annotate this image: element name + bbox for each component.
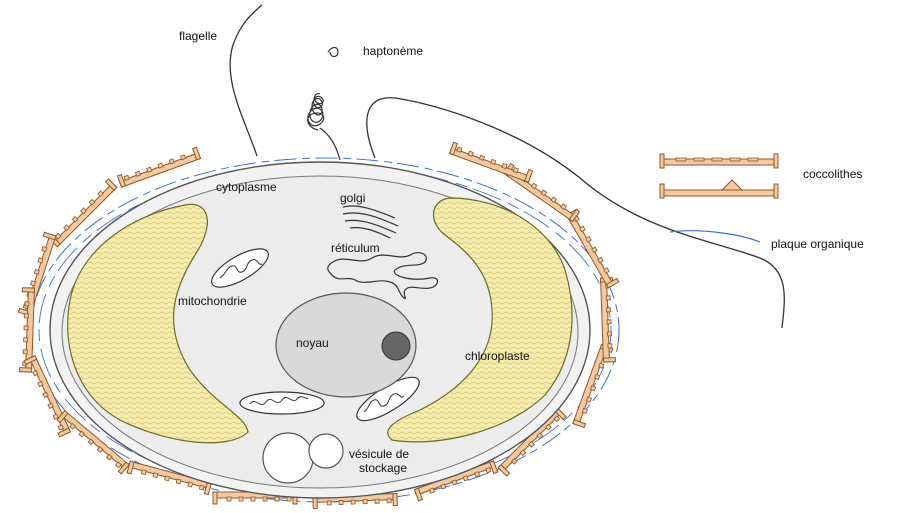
label-reticulum: réticulum: [331, 241, 380, 255]
label-chloroplaste: chloroplaste: [465, 349, 530, 363]
label-vesicule-line2: stockage: [359, 461, 407, 475]
nucleolus: [382, 332, 410, 360]
label-golgi: golgi: [340, 191, 365, 205]
haptonema: [308, 48, 340, 161]
mitochondrion-bottom-left: [240, 392, 324, 414]
storage-vesicle-large: [263, 433, 313, 483]
legend-coccolith-symbol-1: [660, 154, 778, 168]
legend-plaque-organique-line: [670, 231, 760, 242]
label-cytoplasme: cytoplasme: [216, 180, 277, 194]
label-mitochondrie: mitochondrie: [178, 294, 247, 308]
label-haptoneme: haptonème: [363, 44, 423, 58]
legend-coccolith-symbol-2: [660, 180, 778, 198]
storage-vesicle-small: [309, 434, 343, 468]
label-noyau: noyau: [296, 336, 329, 350]
label-coccolithes: coccolithes: [803, 167, 862, 181]
label-vesicule-line1: vésicule de: [349, 447, 409, 461]
label-flagelle: flagelle: [179, 29, 217, 43]
label-plaque-organique: plaque organique: [771, 237, 864, 251]
flagellum: [230, 5, 262, 156]
